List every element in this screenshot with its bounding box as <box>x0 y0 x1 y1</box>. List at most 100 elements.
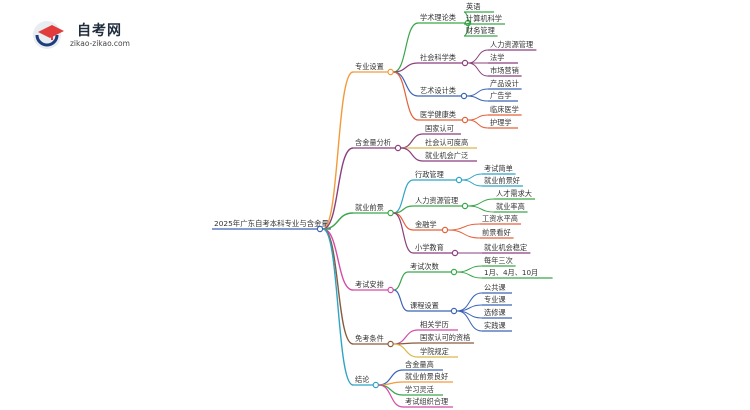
sub-toggle-3-2[interactable] <box>461 202 469 210</box>
branch-3[interactable]: 就业前景 <box>353 203 389 214</box>
sub-toggle-3-4[interactable] <box>451 249 459 257</box>
sub-node-6-4-label: 考试组织合理 <box>405 397 448 406</box>
leaf-node-4-2-4[interactable]: 实践课 <box>482 321 512 332</box>
leaf-node-3-1-2[interactable]: 就业前景好 <box>482 176 523 187</box>
sub-node-4-1[interactable]: 考试次数 <box>408 262 452 273</box>
connector-line <box>322 228 354 291</box>
leaf-node-4-2-3-label: 选修课 <box>484 308 506 317</box>
leaf-node-3-2-1[interactable]: 人才需求大 <box>494 189 535 200</box>
leaf-node-3-3-1[interactable]: 工资水平高 <box>480 214 521 225</box>
sub-toggle-4-1[interactable] <box>450 268 458 276</box>
connector-line <box>322 228 354 386</box>
leaf-node-4-1-1[interactable]: 每年三次 <box>482 256 516 267</box>
sub-toggle-1-2[interactable] <box>461 59 469 67</box>
leaf-node-3-1-1-label: 考试简单 <box>484 164 513 173</box>
connector-line <box>456 271 483 279</box>
connector-line <box>322 147 354 230</box>
leaf-node-3-4-1[interactable]: 就业机会稳定 <box>482 243 531 254</box>
root-node[interactable]: 2025年广东自考本科专业与含金量 <box>212 219 331 230</box>
leaf-node-3-2-2-label: 就业率高 <box>496 202 525 211</box>
sub-node-6-3[interactable]: 学习灵活 <box>403 385 443 396</box>
sub-node-2-1-label: 国家认可 <box>425 124 454 133</box>
leaf-node-3-3-2-label: 前景看好 <box>482 228 511 237</box>
leaf-node-4-2-4-label: 实践课 <box>484 321 506 330</box>
branch-4[interactable]: 考试安排 <box>353 280 389 291</box>
sub-node-5-2[interactable]: 国家认可的资格 <box>418 333 474 344</box>
connector-line <box>393 289 409 312</box>
sub-node-2-3[interactable]: 就业机会广泛 <box>423 151 477 162</box>
leaf-node-3-3-2[interactable]: 前景看好 <box>480 228 514 239</box>
connector-line <box>393 271 409 291</box>
sub-node-3-2[interactable]: 人力资源管理 <box>413 196 463 207</box>
sub-node-3-1-label: 行政管理 <box>415 170 444 179</box>
leaf-node-4-2-1[interactable]: 公共课 <box>482 283 512 294</box>
branch-toggle-5[interactable] <box>387 340 394 348</box>
branch-toggle-3[interactable] <box>387 209 394 217</box>
branch-6[interactable]: 结论 <box>353 375 374 386</box>
leaf-node-4-2-3[interactable]: 选修课 <box>482 308 512 319</box>
sub-node-6-2-label: 就业前景良好 <box>405 372 448 381</box>
leaf-node-3-1-1[interactable]: 考试简单 <box>482 164 516 175</box>
sub-node-3-3[interactable]: 金融学 <box>413 220 443 231</box>
leaf-node-1-4-2[interactable]: 护理学 <box>488 118 518 129</box>
leaf-node-1-1-1[interactable]: 英语 <box>464 2 494 13</box>
sub-node-3-4[interactable]: 小学教育 <box>413 243 453 254</box>
leaf-node-4-2-1-label: 公共课 <box>484 283 506 292</box>
branch-4-label: 考试安排 <box>355 280 384 289</box>
leaf-node-4-1-1-label: 每年三次 <box>484 256 513 265</box>
branch-toggle-4[interactable] <box>387 286 394 294</box>
sub-node-6-4[interactable]: 考试组织合理 <box>403 397 453 408</box>
leaf-node-1-1-2[interactable]: 计算机科学 <box>464 14 505 25</box>
sub-node-5-1[interactable]: 相关学历 <box>418 320 458 331</box>
leaf-node-1-2-2[interactable]: 法学 <box>488 53 518 64</box>
branch-toggle-6[interactable] <box>372 381 379 389</box>
sub-node-2-1[interactable]: 国家认可 <box>423 124 461 135</box>
sub-toggle-4-2[interactable] <box>450 307 458 315</box>
connector-line <box>461 179 483 187</box>
leaf-node-1-1-3-label: 财务管理 <box>466 26 495 35</box>
connector-line <box>456 310 483 332</box>
leaf-node-4-1-2[interactable]: 1月、4月、10月 <box>482 268 553 279</box>
leaf-node-1-1-3[interactable]: 财务管理 <box>464 26 498 37</box>
sub-node-1-4[interactable]: 医学健康类 <box>418 110 463 121</box>
sub-node-3-3-label: 金融学 <box>415 220 437 229</box>
connector-line <box>461 173 483 181</box>
branch-toggle-2[interactable] <box>394 144 402 152</box>
sub-node-4-2[interactable]: 课程设置 <box>408 301 452 312</box>
connector-line <box>456 265 483 273</box>
sub-node-6-1[interactable]: 含金量高 <box>403 360 443 371</box>
sub-toggle-1-3[interactable] <box>460 92 468 100</box>
sub-node-2-2-label: 社会认可度高 <box>425 138 468 147</box>
sub-node-1-3[interactable]: 艺术设计类 <box>418 86 462 97</box>
connector-line <box>447 229 481 239</box>
sub-toggle-3-3[interactable] <box>441 226 449 234</box>
connector-line <box>393 179 414 214</box>
branch-5[interactable]: 免考条件 <box>353 334 389 345</box>
branch-2[interactable]: 含金量分析 <box>353 138 396 149</box>
site-logo[interactable]: 自考网 zikao-zikao.com <box>30 18 150 52</box>
leaf-node-1-2-3[interactable]: 市场营销 <box>488 66 522 77</box>
branch-1[interactable]: 专业设置 <box>353 62 389 73</box>
leaf-node-1-2-2-label: 法学 <box>490 53 504 62</box>
sub-node-1-1[interactable]: 学术理论类 <box>418 13 466 24</box>
sub-node-2-2[interactable]: 社会认可度高 <box>423 138 477 149</box>
sub-node-1-4-label: 医学健康类 <box>420 110 456 119</box>
leaf-node-1-4-1[interactable]: 临床医学 <box>488 105 522 116</box>
sub-node-6-2[interactable]: 就业前景良好 <box>403 372 453 383</box>
leaf-node-1-3-1[interactable]: 产品设计 <box>488 79 522 90</box>
leaf-node-4-2-2[interactable]: 专业课 <box>482 295 512 306</box>
connector-line <box>467 62 489 77</box>
leaf-node-1-3-2-label: 广告学 <box>490 91 512 100</box>
leaf-node-1-3-2[interactable]: 广告学 <box>488 91 518 102</box>
sub-node-3-1[interactable]: 行政管理 <box>413 170 457 181</box>
root-toggle[interactable] <box>316 225 324 233</box>
sub-node-5-3[interactable]: 学院规定 <box>418 347 458 358</box>
sub-node-2-3-label: 就业机会广泛 <box>425 151 468 160</box>
sub-node-1-2[interactable]: 社会科学类 <box>418 53 463 64</box>
sub-toggle-1-4[interactable] <box>461 116 469 124</box>
branch-toggle-1[interactable] <box>387 68 394 76</box>
leaf-node-1-2-1[interactable]: 人力资源管理 <box>488 40 537 51</box>
sub-toggle-3-1[interactable] <box>455 176 463 184</box>
connector-line <box>393 212 414 254</box>
leaf-node-3-2-2[interactable]: 就业率高 <box>494 202 528 213</box>
